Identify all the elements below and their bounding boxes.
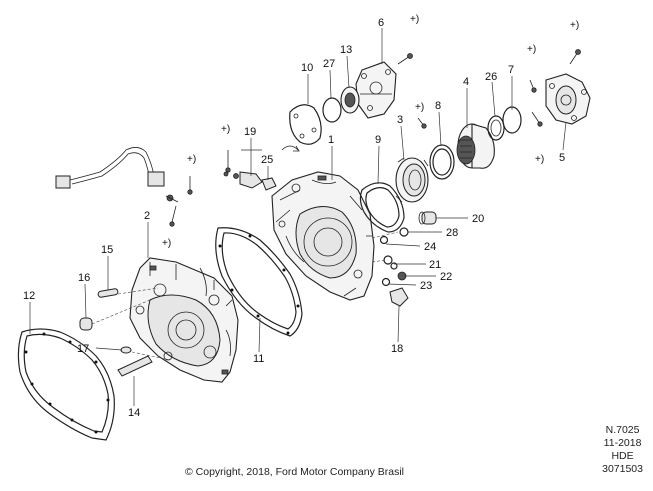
plus-markers: +) +) +) +) +) +) +) +) xyxy=(162,14,579,249)
bolt-near-7 xyxy=(529,79,537,93)
callout-25: 25 xyxy=(261,154,273,166)
gasket-12 xyxy=(17,328,115,441)
sensor-part-19 xyxy=(223,171,263,189)
gasket-11 xyxy=(215,227,303,337)
callout-5: 5 xyxy=(559,152,565,164)
callout-23: 23 xyxy=(420,280,432,292)
plug-part-23 xyxy=(381,277,391,287)
retainer-part-3 xyxy=(395,157,429,203)
tube-part-14 xyxy=(117,355,153,377)
bolt-near-19 xyxy=(225,150,231,173)
bolt-near-6 xyxy=(397,53,413,65)
clip-part-25 xyxy=(261,177,277,191)
oring-28 xyxy=(399,227,409,237)
callout-11: 11 xyxy=(253,353,264,365)
callout-28: 28 xyxy=(446,227,458,239)
plus-marker-3: +) xyxy=(527,44,536,55)
callout-15: 15 xyxy=(101,244,113,256)
stamp-drawing-number: N.7025 xyxy=(605,424,640,436)
alignment-lines xyxy=(91,231,399,361)
callout-27: 27 xyxy=(323,58,335,70)
gasket-9 xyxy=(359,182,405,233)
fitting-part-18 xyxy=(389,287,409,307)
bolt-near-3 xyxy=(417,117,427,129)
bolt-near-5-top xyxy=(569,49,581,65)
housing-part-1 xyxy=(271,171,375,301)
plus-marker-8: +) xyxy=(162,238,171,249)
washer-part-17 xyxy=(120,346,132,354)
callout-3: 3 xyxy=(397,114,403,126)
callout-20: 20 xyxy=(472,213,484,225)
oring-24 xyxy=(379,235,389,245)
callout-4: 4 xyxy=(463,76,469,88)
bracket-part-6 xyxy=(355,61,397,119)
plus-marker-1: +) xyxy=(410,14,419,25)
callout-19: 19 xyxy=(244,126,256,138)
bolt-near-2 xyxy=(169,205,177,227)
copyright-notice: © Copyright, 2018, Ford Motor Company Br… xyxy=(185,466,404,478)
callout-21: 21 xyxy=(429,259,441,271)
gasket-10 xyxy=(289,104,322,145)
bolt-near-harness xyxy=(187,176,193,195)
bolts xyxy=(169,49,581,227)
stamp-reference: 3071503 xyxy=(602,463,643,475)
callout-22: 22 xyxy=(440,271,452,283)
plug-part-16 xyxy=(79,317,93,331)
callout-10: 10 xyxy=(301,62,313,74)
stamp-code: HDE xyxy=(611,450,634,462)
plus-marker-2: +) xyxy=(570,20,579,31)
callouts: 1 2 3 4 5 6 7 8 9 10 11 12 13 14 15 16 1… xyxy=(23,17,565,419)
assembly-arrowhead xyxy=(293,145,300,152)
callout-12: 12 xyxy=(23,290,35,302)
plus-marker-6: +) xyxy=(221,124,230,135)
callout-16: 16 xyxy=(78,272,90,284)
plus-marker-4: +) xyxy=(415,102,424,113)
gear-part-4 xyxy=(456,123,495,169)
rotor-part-13 xyxy=(340,86,360,114)
oring-27 xyxy=(322,97,342,123)
plus-marker-5: +) xyxy=(535,154,544,165)
case-part-2 xyxy=(129,257,239,383)
callout-7: 7 xyxy=(508,64,514,76)
seal-26 xyxy=(487,115,505,141)
callout-9: 9 xyxy=(375,134,381,146)
assembly-arrow xyxy=(281,145,299,151)
callout-13: 13 xyxy=(340,44,352,56)
snap-ring-7 xyxy=(502,106,522,134)
callout-14: 14 xyxy=(128,407,140,419)
callout-6: 6 xyxy=(378,17,384,29)
pin-part-15 xyxy=(97,288,119,298)
wiring-harness xyxy=(55,147,179,203)
snap-ring-8 xyxy=(429,144,455,180)
plug-part-21 xyxy=(383,255,398,270)
callout-8: 8 xyxy=(435,100,441,112)
callout-1: 1 xyxy=(328,134,334,146)
drawing-stamp: N.7025 11-2018 HDE 3071503 xyxy=(602,424,643,476)
callout-18: 18 xyxy=(391,343,403,355)
leader-lines xyxy=(29,28,567,406)
bolt-near-5-bottom xyxy=(531,111,543,127)
stamp-date: 11-2018 xyxy=(603,437,642,449)
callout-26: 26 xyxy=(485,71,497,83)
callout-2: 2 xyxy=(144,210,150,222)
plus-marker-7: +) xyxy=(187,154,196,165)
sleeve-part-20 xyxy=(418,211,437,225)
callout-24: 24 xyxy=(424,241,436,253)
cover-part-5 xyxy=(545,73,591,125)
callout-17: 17 xyxy=(77,343,89,355)
